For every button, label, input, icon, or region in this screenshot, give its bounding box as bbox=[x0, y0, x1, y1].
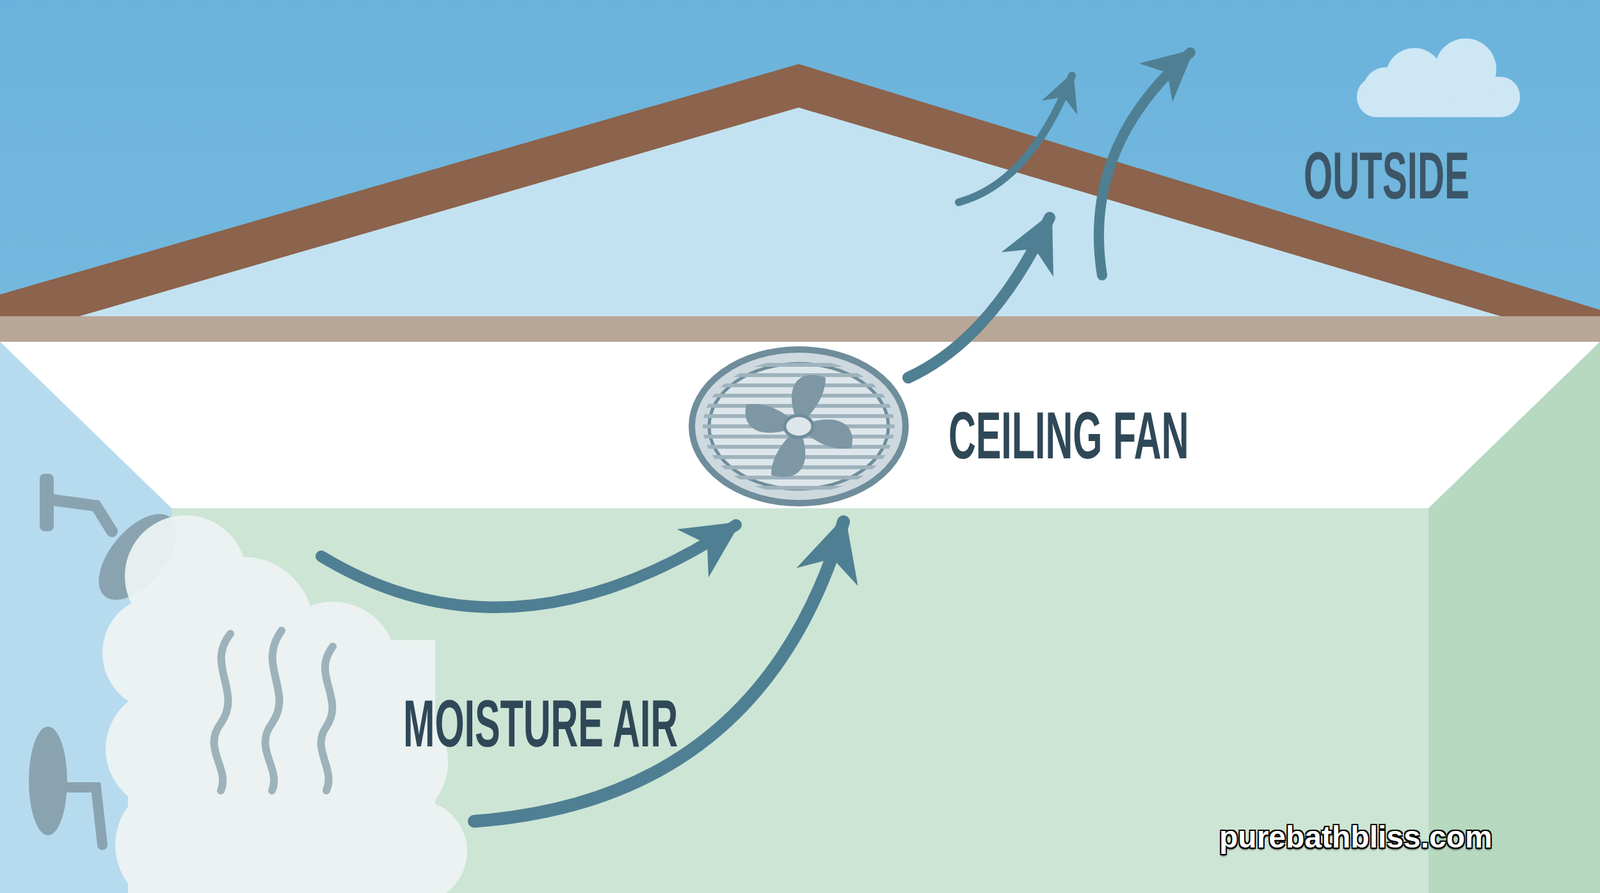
watermark: purebathbliss.com bbox=[1219, 821, 1493, 853]
label-slot: OUTSIDE bbox=[1303, 142, 1600, 209]
grille-line bbox=[691, 485, 909, 490]
ceiling bbox=[0, 341, 1600, 509]
airflow-arrow bbox=[474, 521, 844, 822]
label-slot: purebathbliss.com bbox=[1219, 821, 1493, 853]
airflow-arrow bbox=[958, 75, 1072, 203]
ceiling-fan bbox=[691, 349, 909, 504]
label-slot: CEILING FAN bbox=[948, 401, 1371, 469]
steam-lines bbox=[213, 630, 333, 791]
airflow-arrows bbox=[321, 52, 1191, 822]
region-label: OUTSIDE bbox=[1303, 142, 1470, 209]
label-slot: MOISTURE AIR bbox=[403, 689, 886, 757]
part-label: CEILING FAN bbox=[948, 401, 1189, 469]
wall-fixture bbox=[28, 726, 103, 845]
airflow-arrow bbox=[321, 524, 736, 608]
grille-line bbox=[691, 475, 909, 480]
flow-label: MOISTURE AIR bbox=[403, 689, 678, 757]
grille-line bbox=[691, 373, 909, 377]
grille-line bbox=[691, 362, 909, 367]
ceiling-band bbox=[0, 316, 1600, 342]
attic bbox=[0, 102, 1600, 342]
airflow-arrow bbox=[1098, 52, 1191, 276]
cloud bbox=[1356, 38, 1520, 118]
airflow-arrow bbox=[908, 217, 1050, 378]
roof bbox=[0, 64, 1600, 346]
